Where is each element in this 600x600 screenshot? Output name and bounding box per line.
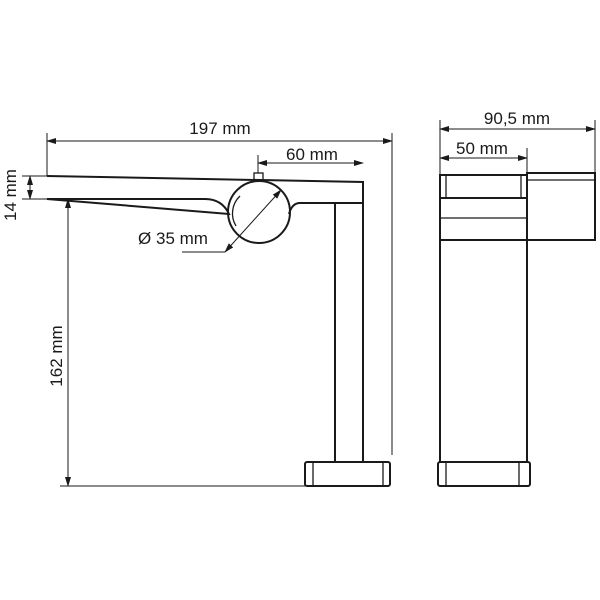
dim-total-depth: 90,5 mm <box>484 109 550 128</box>
spout <box>46 175 364 216</box>
dim-body-depth: 50 mm <box>456 139 508 158</box>
side-view <box>46 172 391 487</box>
handle-side <box>526 172 596 241</box>
dim-handle-diameter: Ø 35 mm <box>138 229 208 248</box>
dimension-lines <box>22 120 596 487</box>
dim-spout-height: 14 mm <box>1 169 20 221</box>
dim-total-length: 197 mm <box>189 119 250 138</box>
dim-handle-offset: 60 mm <box>286 145 338 164</box>
front-base <box>437 461 531 487</box>
top-block <box>439 174 528 241</box>
dim-spout-clearance: 162 mm <box>47 325 66 386</box>
front-view <box>437 172 596 487</box>
base <box>304 461 391 487</box>
